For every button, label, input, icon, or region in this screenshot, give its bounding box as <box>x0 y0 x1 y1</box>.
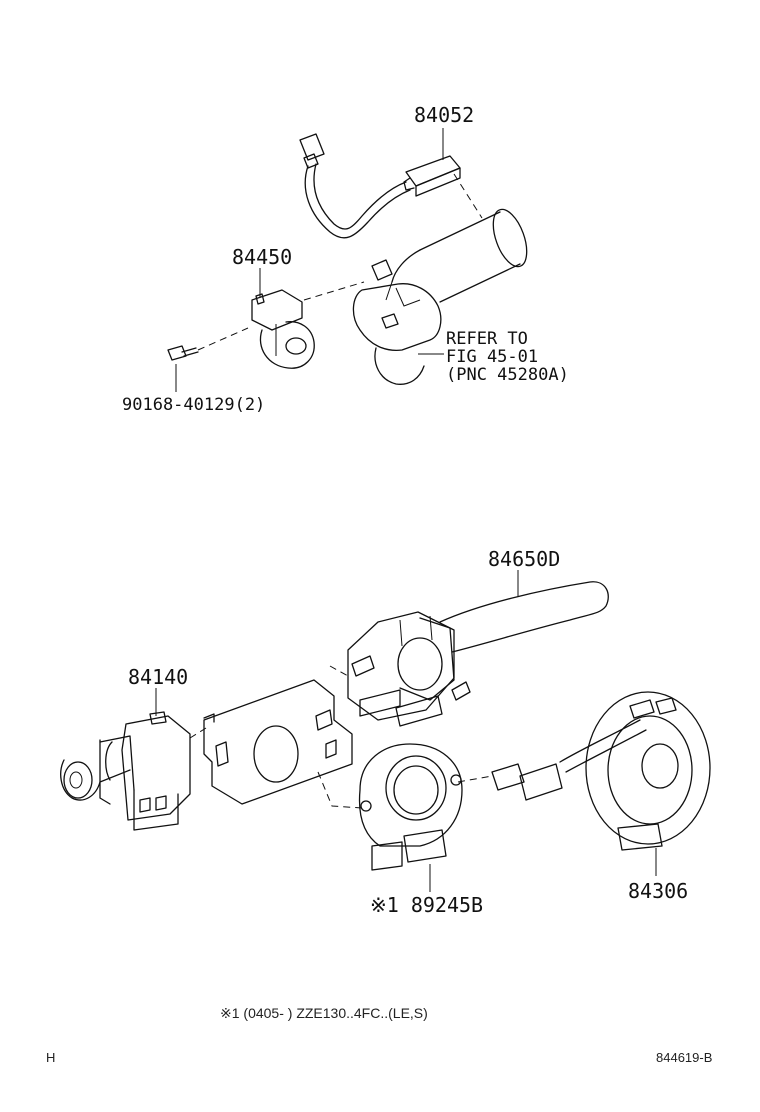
assembly-line-upper-3 <box>453 173 483 219</box>
headlamp-switch-84140 <box>60 711 191 831</box>
applicability-note: ※1 (0405- ) ZZE130..4FC..(LE,S) <box>220 1005 428 1021</box>
steering-sensor-89245b <box>358 743 463 871</box>
sensor-84450 <box>251 289 315 369</box>
footer-left: H <box>46 1050 55 1065</box>
callout-84450: 84450 <box>232 245 292 269</box>
switch-base-plate <box>203 679 353 805</box>
callout-84306: 84306 <box>628 879 688 903</box>
callout-84052: 84052 <box>414 103 474 127</box>
callout-84650d: 84650D <box>488 547 560 571</box>
refer-line-2: FIG 45-01 <box>446 347 538 367</box>
assembly-line-lower-4 <box>329 665 349 677</box>
spiral-cable-84306 <box>491 691 711 851</box>
wiper-switch-84650d <box>347 581 609 727</box>
assembly-line-lower-2 <box>317 771 363 809</box>
assembly-line-upper-1 <box>197 327 249 351</box>
column-switch-housing <box>352 208 528 385</box>
refer-line-3: (PNC 45280A) <box>446 365 569 385</box>
screw-90168 <box>167 345 199 361</box>
footer-right: 844619-B <box>656 1050 712 1065</box>
callout-84140: 84140 <box>128 665 188 689</box>
callout-89245b: ※1 89245B <box>370 893 483 917</box>
assembly-line-lower-3 <box>457 775 493 783</box>
refer-line-1: REFER TO <box>446 329 528 349</box>
callout-90168: 90168-40129(2) <box>122 395 265 415</box>
wire-harness-84052 <box>299 133 461 239</box>
assembly-line-lower-1 <box>189 727 207 739</box>
assembly-line-upper-2 <box>303 281 365 301</box>
